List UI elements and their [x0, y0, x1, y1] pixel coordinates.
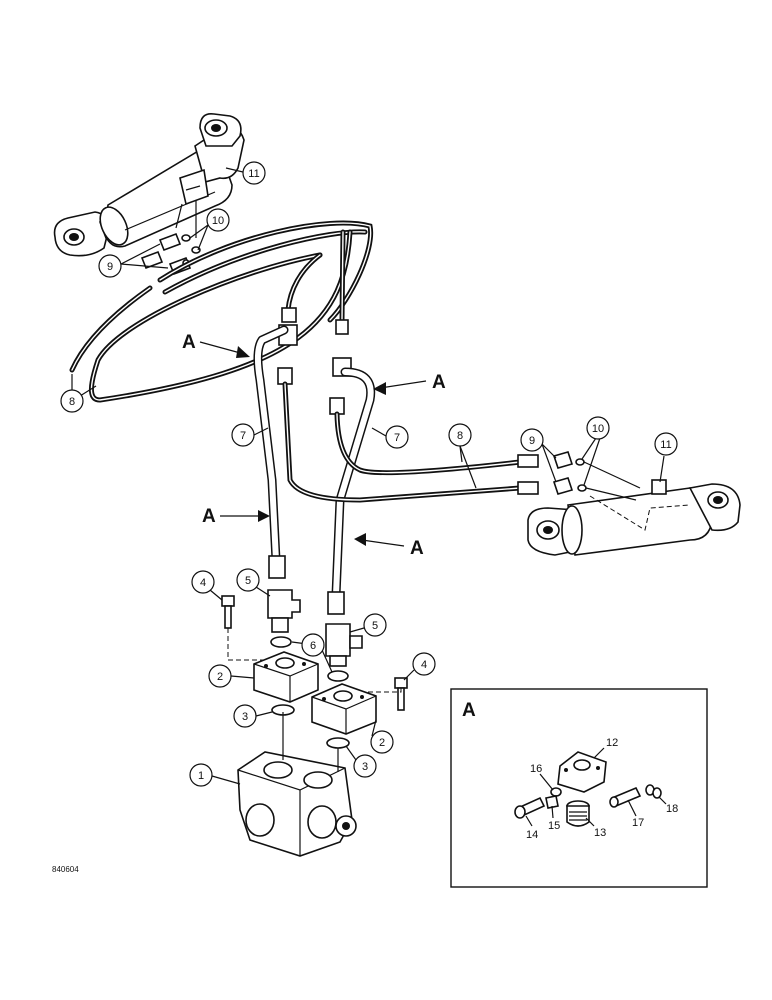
flange-block-left	[253, 651, 319, 703]
callout-5: 5	[245, 575, 251, 587]
callout-2: 2	[379, 737, 385, 749]
cylinder-right	[527, 479, 741, 556]
callout-10: 10	[212, 215, 224, 227]
callout-17: 17	[632, 817, 644, 829]
view-arrow-4: A	[354, 533, 424, 559]
callout-8: 8	[457, 430, 463, 442]
callout-8: 8	[69, 396, 75, 408]
callout-3: 3	[362, 761, 368, 773]
flange-block-right	[311, 683, 377, 735]
callout-4: 4	[421, 659, 427, 671]
callout-11: 11	[248, 168, 259, 180]
callout-12: 12	[606, 737, 618, 749]
callout-4: 4	[200, 577, 206, 589]
callout-2: 2	[217, 671, 223, 683]
view-label: A	[410, 538, 424, 559]
callout-7: 7	[394, 432, 400, 444]
tee-5-left	[267, 589, 301, 633]
callout-15: 15	[548, 820, 560, 832]
view-label: A	[202, 506, 216, 527]
tee-5-right	[325, 623, 363, 667]
callout-5: 5	[372, 620, 378, 632]
callout-10: 10	[592, 423, 604, 435]
bolt-4-left	[221, 595, 268, 661]
callout-18: 18	[666, 803, 678, 815]
callout-14: 14	[526, 829, 538, 841]
view-arrow-2: A	[373, 372, 446, 395]
callout-9: 9	[529, 435, 535, 447]
callout-16: 16	[530, 763, 542, 775]
callout-13: 13	[594, 827, 606, 839]
detail-a-label: A	[462, 700, 476, 721]
callout-7: 7	[240, 430, 246, 442]
callout-6: 6	[310, 640, 316, 652]
view-arrow-1: A	[182, 332, 250, 358]
fittings-right	[552, 451, 641, 501]
callout-9: 9	[107, 261, 113, 273]
detail-a-box: A	[450, 688, 708, 888]
view-label: A	[182, 332, 196, 353]
hoses-8	[69, 220, 374, 403]
callout-1: 1	[198, 770, 204, 782]
callout-3: 3	[242, 711, 248, 723]
pump-1	[237, 712, 357, 857]
view-arrow-3: A	[202, 506, 270, 527]
view-label: A	[432, 372, 446, 393]
detail-a-callouts: 12 16 15 14 13 17 18	[525, 737, 678, 841]
figure-code: 840604	[52, 865, 79, 874]
tubes-7	[253, 325, 376, 600]
cylinder-upper-left	[53, 112, 245, 257]
o-ring-6-left	[270, 636, 292, 648]
callouts: 11 10 9 8 7 7 8 9	[60, 161, 678, 787]
hoses-lower	[282, 381, 539, 503]
o-ring-6-right	[327, 670, 349, 682]
callout-11: 11	[660, 439, 671, 451]
tube-ends	[268, 555, 345, 615]
bolt-4-right	[364, 677, 408, 711]
